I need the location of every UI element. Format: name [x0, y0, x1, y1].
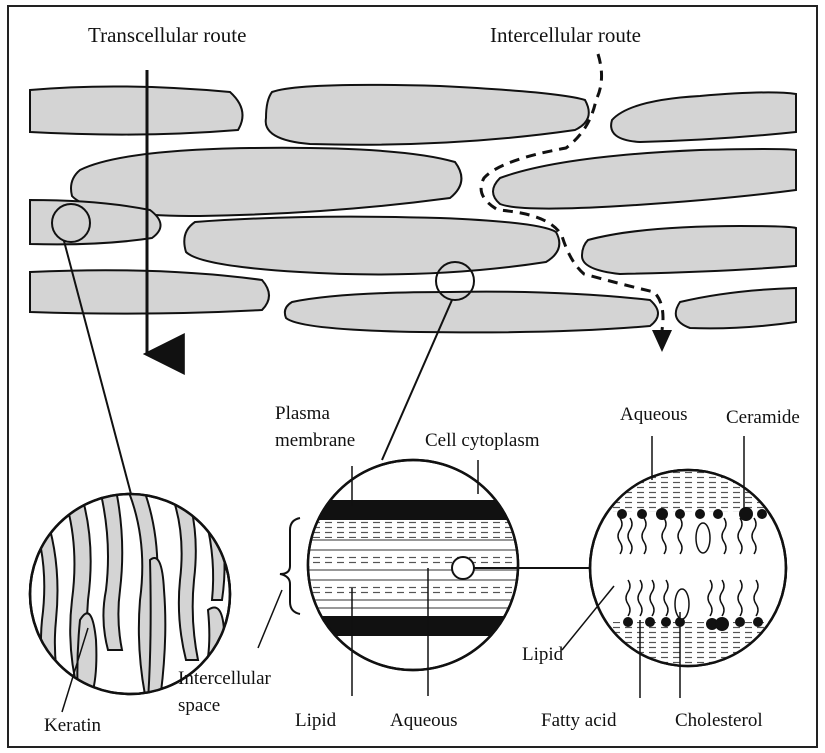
zoom-marker-lipid [452, 557, 474, 579]
corneocyte-cell [184, 217, 559, 275]
aqueous-middle-label: Aqueous [390, 710, 458, 731]
corneocyte-cell [582, 226, 796, 274]
keratin-fiber [148, 558, 165, 700]
intercellular-space-leader [258, 590, 282, 648]
cholesterol-top [696, 523, 710, 553]
intercellular-route-label: Intercellular route [490, 23, 641, 47]
aqueous-top-label: Aqueous [620, 404, 688, 425]
plasma-membrane-label-2: membrane [275, 430, 355, 451]
intercellular-space-bracket [280, 518, 300, 614]
aqueous-region-bottom [588, 622, 788, 668]
keratin-label: Keratin [44, 715, 101, 736]
aqueous-region-top [588, 468, 788, 512]
cholesterol-bottom [675, 589, 689, 619]
transcellular-route-label: Transcellular route [88, 23, 246, 47]
corneocyte-layer [30, 85, 796, 333]
intercellular-space-label-2: space [178, 695, 220, 716]
fatty-acid-label: Fatty acid [541, 710, 617, 731]
plasma-membrane-band-top [300, 500, 530, 520]
corneocyte-cell [676, 288, 796, 328]
corneocyte-cell [266, 85, 589, 145]
cholesterol-label: Cholesterol [675, 710, 763, 731]
lipid-zoom-circle [588, 468, 788, 668]
corneocyte-cell [30, 270, 269, 313]
lipid-middle-label: Lipid [295, 710, 337, 731]
intercellular-space-label-1: Intercellular [178, 668, 272, 689]
cell-cytoplasm-label: Cell cytoplasm [425, 430, 540, 451]
corneocyte-cell [611, 92, 796, 142]
membrane-zoom-circle [300, 460, 530, 670]
lipid-right-label: Lipid [522, 644, 564, 665]
corneocyte-cell [30, 86, 243, 134]
ceramide-label: Ceramide [726, 407, 800, 428]
corneocyte-cell [493, 149, 796, 209]
corneocyte-cell [285, 292, 658, 333]
plasma-membrane-label-1: Plasma [275, 403, 330, 424]
intercellular-arrowhead [652, 330, 672, 352]
